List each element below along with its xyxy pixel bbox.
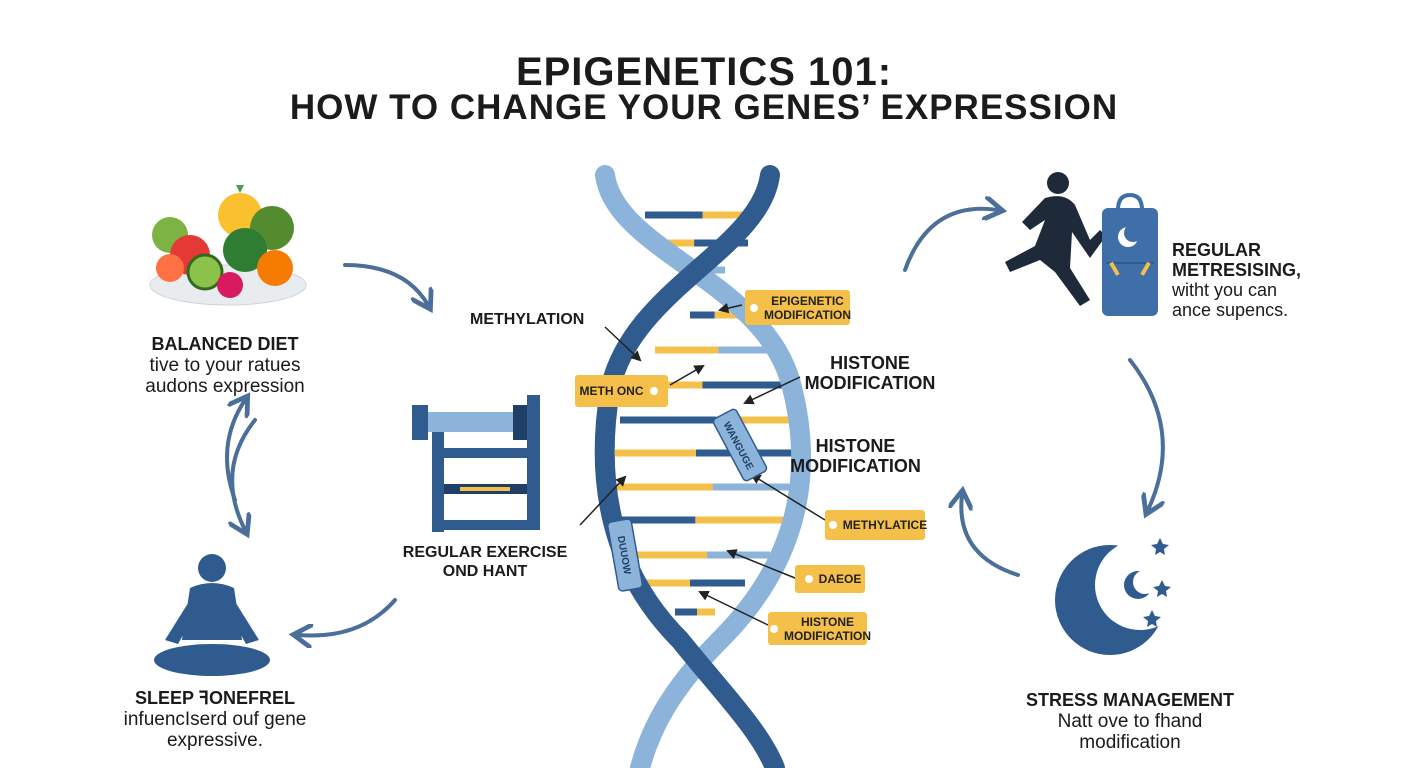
exercise-right-line-4: ance supencs.	[1172, 300, 1289, 320]
stress-line-1: Natt ove to fhand	[1057, 711, 1203, 732]
histone-modification-label-1: HISTONE MODIFICATION	[800, 353, 940, 393]
arrow-stress-to-dna	[961, 495, 1020, 577]
title-line-1: EPIGENETICS 101:	[515, 50, 893, 94]
arrow-diet-down	[232, 418, 257, 530]
bag-icon	[1102, 192, 1158, 316]
balanced-diet-block: BALANCED DIET tive to your ratues audons…	[110, 334, 340, 397]
dna-strand-dark	[594, 165, 785, 768]
meth-onc-tag: METH ONC	[575, 375, 668, 407]
balanced-diet-line-1: tive to your ratues	[149, 355, 301, 376]
methylation-label: METHYLATION	[470, 311, 585, 328]
exercise-right-line-3: witht you can	[1172, 280, 1278, 300]
dna-strand-light	[595, 165, 812, 768]
food-plate-icon	[149, 185, 307, 306]
histone-tag-line-2: MODIFICATION	[783, 628, 872, 643]
histone-1-line-2: MODIFICATION	[804, 373, 936, 393]
label-pointers	[579, 303, 826, 626]
histone-modification-label-2: HISTONE MODIFICATION	[788, 436, 923, 476]
rotated-tag-2: DUUOW	[606, 518, 644, 592]
exercise-machine-icon	[412, 395, 540, 532]
epigenetic-tag-line-1: EPIGENETIC	[771, 293, 844, 308]
balanced-diet-heading: BALANCED DIET	[151, 334, 299, 354]
regular-exercise-right-block: REGULAR METRESISING, witht you can ance …	[1172, 240, 1301, 320]
balanced-diet-line-2: audons expression	[145, 376, 305, 397]
tag-hole	[828, 521, 837, 529]
regular-exercise-line-1: REGULAR EXERCISE	[402, 544, 568, 561]
daeoe-tag-text: DAEOE	[818, 572, 862, 586]
histone-2-line-1: HISTONE	[815, 436, 896, 456]
exercise-right-line-2: METRESISING,	[1172, 260, 1302, 280]
tag-hole	[804, 575, 813, 583]
arrow-exercise-to-sleep	[298, 598, 397, 636]
arrow-sleep-up	[225, 400, 245, 502]
sleep-heading: SLEEP ꟻONEFREL	[134, 688, 296, 708]
stress-heading: STRESS MANAGEMENT	[1025, 690, 1234, 710]
arrow-diet-to-dna	[343, 263, 428, 305]
sleep-line-2: expressive.	[166, 730, 264, 751]
tag-hole	[749, 303, 758, 312]
tag-hole	[649, 387, 658, 395]
stress-management-block: STRESS MANAGEMENT Natt ove to fhand modi…	[1010, 690, 1250, 753]
dna-helix	[594, 165, 812, 768]
histone-tag-line-1: HISTONE	[800, 614, 855, 629]
regular-exercise-line-2: OND HANT	[442, 563, 528, 580]
histone-2-line-2: MODIFICATION	[790, 456, 921, 476]
rotated-tag-1: WANGUGE	[712, 408, 768, 482]
meth-onc-tag-text: METH ONC	[579, 384, 644, 398]
sleep-line-1: infuencIserd ouf gene	[123, 709, 307, 730]
title-line-2: HOW TO CHANGE YOUR GENES’ EXPRESSION	[289, 88, 1119, 127]
methylatice-tag-text: METHYLATICE	[842, 518, 928, 532]
arrow-dna-to-runner	[903, 209, 998, 272]
moon-icon	[1055, 538, 1185, 655]
histone-1-line-1: HISTONE	[830, 353, 910, 373]
stress-line-2: modification	[1079, 732, 1181, 753]
daeoe-tag: DAEOE	[795, 565, 865, 593]
sleep-block: SLEEP ꟻONEFREL infuencIserd ouf gene exp…	[100, 688, 330, 751]
meditation-figure-icon	[154, 554, 270, 676]
regular-exercise-label: REGULAR EXERCISE OND HANT	[390, 543, 580, 581]
exercise-right-line-1: REGULAR	[1172, 240, 1261, 260]
arrow-runner-to-stress	[1128, 358, 1163, 510]
tag-hole	[769, 624, 778, 633]
methylatice-tag: METHYLATICE	[825, 510, 928, 540]
runner-icon	[1005, 172, 1106, 306]
cycle-arrows	[225, 209, 1163, 636]
epigenetic-tag-line-2: MODIFICATION	[763, 307, 852, 322]
